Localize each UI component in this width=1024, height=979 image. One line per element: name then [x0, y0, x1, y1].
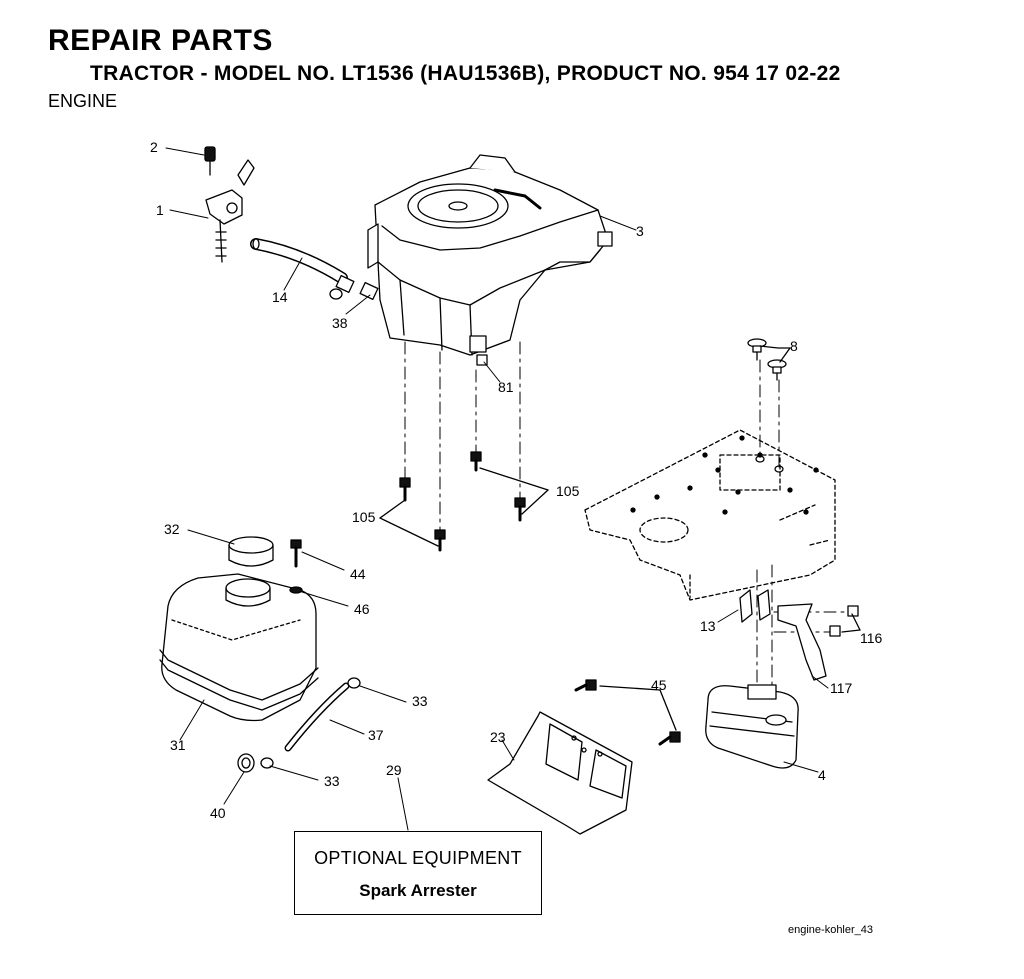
callout-116: 116: [860, 630, 883, 646]
callout-4: 4: [818, 767, 826, 783]
shield-screws-part: [574, 679, 681, 746]
callout-33-top: 33: [412, 693, 428, 709]
throttle-control-part: [204, 146, 255, 263]
callout-29: 29: [386, 762, 402, 778]
frame-plate-part: [584, 429, 836, 601]
callout-14: 14: [272, 289, 288, 305]
engine-part: [367, 154, 613, 356]
callout-3: 3: [636, 223, 644, 239]
callout-32: 32: [164, 521, 180, 537]
callout-45: 45: [651, 677, 667, 693]
callout-105-right: 105: [556, 483, 580, 499]
callout-1: 1: [156, 202, 164, 218]
section-title: ENGINE: [48, 91, 118, 111]
nut-part: [476, 354, 488, 366]
callout-38: 38: [332, 315, 348, 331]
optional-equipment-box: OPTIONAL EQUIPMENT Spark Arrester: [294, 831, 542, 915]
callout-8: 8: [790, 338, 798, 354]
heat-shield-part: [487, 711, 633, 835]
frame-bolts-part: [747, 338, 787, 473]
optional-equipment-heading: OPTIONAL EQUIPMENT: [314, 848, 522, 868]
fuel-cap-part: [228, 536, 274, 567]
exhaust-pipe-part: [777, 603, 827, 681]
fuel-line-part: [237, 677, 361, 773]
tank-screw-part: [289, 539, 303, 594]
callout-33-bottom: 33: [324, 773, 340, 789]
callout-37: 37: [368, 727, 384, 743]
page-subtitle: TRACTOR - MODEL NO. LT1536 (HAU1536B), P…: [90, 62, 841, 85]
optional-equipment-item: Spark Arrester: [359, 881, 477, 900]
callout-labels: 2 1 3 14 38 81 8 105 105 32 44 46 13 116…: [150, 139, 883, 821]
figure-reference: engine-kohler_43: [788, 924, 874, 936]
muffler-part: [705, 684, 799, 769]
page-title: REPAIR PARTS: [48, 24, 273, 57]
engine-bolts-part: [399, 451, 526, 552]
exhaust-gaskets-part: [739, 589, 771, 623]
callout-40: 40: [210, 805, 226, 821]
assembly-guide-lines: [295, 341, 851, 691]
fuel-tank-part: [159, 573, 319, 722]
callout-23: 23: [490, 729, 506, 745]
callout-2: 2: [150, 139, 158, 155]
callout-117: 117: [830, 680, 853, 696]
callout-105-left: 105: [352, 509, 376, 525]
callout-13: 13: [700, 618, 716, 634]
callout-44: 44: [350, 566, 366, 582]
callout-81: 81: [498, 379, 514, 395]
fuel-hose-part: [250, 238, 379, 301]
callout-46: 46: [354, 601, 370, 617]
frame-holes: [630, 435, 819, 515]
callout-leaders: [165, 147, 829, 831]
callout-31: 31: [170, 737, 186, 753]
